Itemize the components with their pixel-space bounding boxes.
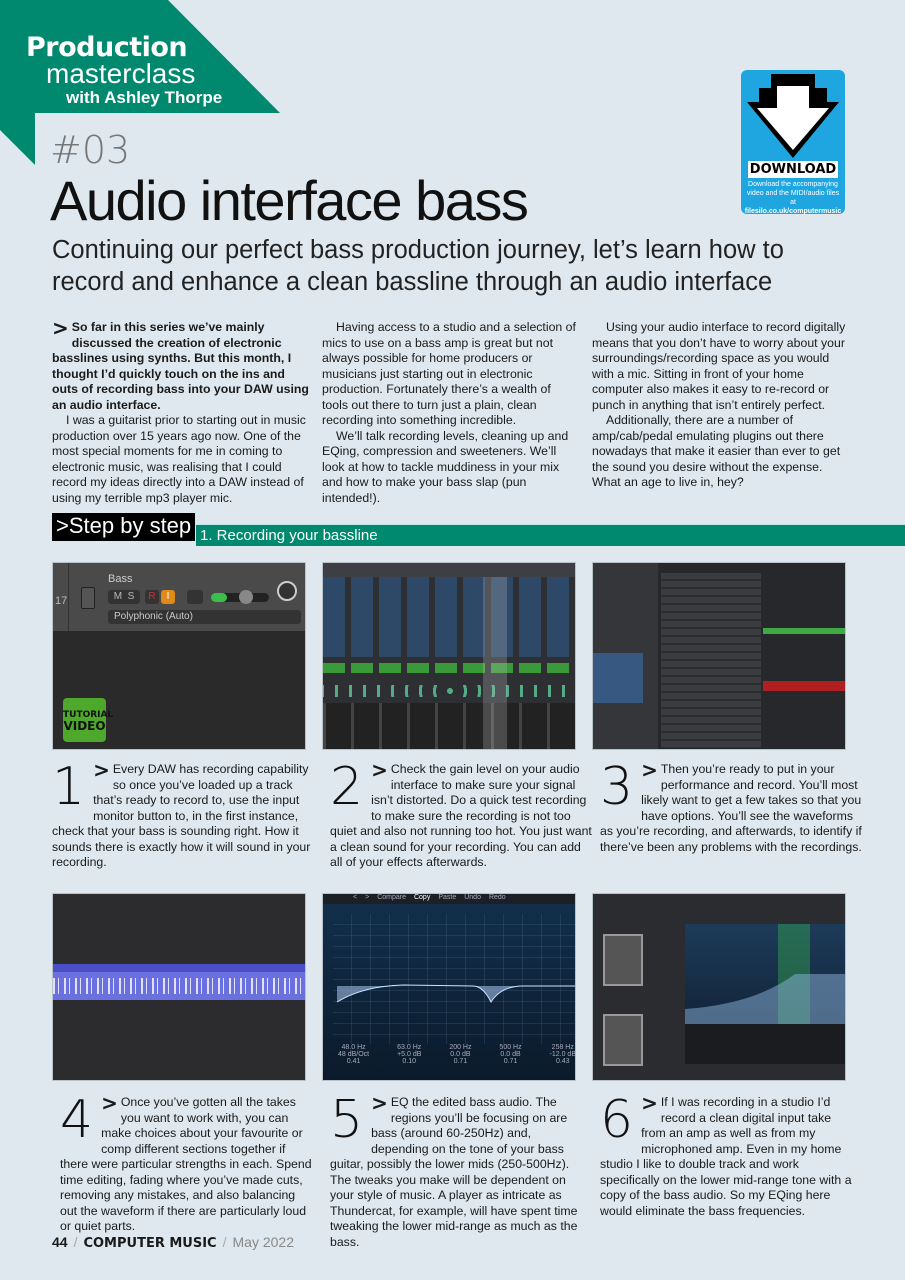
step-5: 5 >EQ the edited bass audio. The regions … — [330, 1090, 585, 1250]
screenshot-amp-eq — [592, 893, 846, 1081]
author-byline: with Ashley Thorpe — [66, 88, 223, 107]
intro-paragraph: I was a guitarist prior to starting out … — [52, 413, 306, 505]
step-number: 6 — [600, 1090, 634, 1150]
screenshot-track-list — [592, 562, 846, 750]
bowtie-icon[interactable] — [187, 590, 203, 604]
step-3: 3 >Then you’re ready to put in your perfo… — [600, 757, 862, 855]
input-monitor-button[interactable]: I — [161, 590, 175, 604]
screenshot-mixer — [322, 562, 576, 750]
step-6: 6 >If I was recording in a studio I’d rec… — [600, 1090, 855, 1219]
intro-paragraph: We’ll talk recording levels, cleaning up… — [322, 428, 569, 505]
record-button[interactable]: R — [145, 590, 159, 604]
amp-icon — [603, 1014, 643, 1066]
step-number: 5 — [330, 1090, 364, 1150]
chevron-right-icon: > — [371, 758, 388, 782]
issue-date: May 2022 — [232, 1234, 294, 1250]
page-footer: 44 / COMPUTER MUSIC / May 2022 — [52, 1234, 294, 1251]
step-text: Every DAW has recording capability so on… — [52, 762, 311, 869]
eq-redo-button[interactable]: Redo — [488, 894, 506, 901]
amp-icon — [603, 934, 643, 986]
step-by-step-label: >Step by step — [52, 513, 196, 541]
separator: / — [222, 1234, 227, 1250]
pan-knob[interactable] — [277, 581, 297, 601]
download-url[interactable]: filesilo.co.uk/computermusic — [744, 208, 842, 215]
chevron-right-icon: > — [641, 1091, 658, 1115]
intro-column-2: Having access to a studio and a selectio… — [322, 320, 580, 506]
mute-button[interactable]: M — [113, 591, 123, 602]
input-select[interactable]: Polyphonic (Auto) — [108, 610, 301, 624]
download-arrow-icon — [747, 74, 839, 158]
volume-slider[interactable] — [211, 590, 269, 604]
eq-copy-button[interactable]: Copy — [413, 894, 431, 901]
eq-next-button[interactable]: > — [365, 894, 370, 901]
screenshot-waveform-comp — [52, 893, 306, 1081]
chevron-right-icon: > — [52, 316, 69, 340]
chevron-right-icon: > — [101, 1091, 118, 1115]
step-number: 2 — [330, 757, 364, 817]
download-label: DOWNLOAD — [748, 161, 838, 178]
screenshot-eq: < > Compare Copy Paste Undo Redo 48.0 Hz… — [322, 893, 576, 1081]
page-number: 44 — [52, 1234, 68, 1250]
track-name: Bass — [108, 573, 133, 585]
article-subtitle: Continuing our perfect bass production j… — [52, 236, 784, 296]
step-number: 3 — [600, 757, 634, 817]
screenshot-track-header: 17 Bass M S R I Polyphonic (Auto) TUTORI… — [52, 562, 306, 750]
badge-line: TUTORIAL — [63, 710, 114, 720]
chevron-right-icon: > — [641, 758, 658, 782]
chevron-right-icon: > — [93, 758, 110, 782]
solo-button[interactable]: S — [127, 591, 135, 602]
download-text: Download the accompanying video and the … — [744, 180, 842, 216]
eq-toolbar: < > Compare Copy Paste Undo Redo — [323, 894, 575, 904]
step-4: 4 >Once you’ve gotten all the takes you w… — [60, 1090, 315, 1235]
series-subtitle: masterclass — [46, 58, 196, 89]
intro-paragraph: Additionally, there are a number of amp/… — [592, 413, 841, 489]
magazine-name: COMPUTER MUSIC — [83, 1236, 217, 1251]
intro-lead-text: So far in this series we’ve mainly discu… — [52, 320, 309, 412]
series-title: Production — [26, 32, 188, 63]
intro-column-3: Using your audio interface to record dig… — [592, 320, 850, 491]
step-text: Once you’ve gotten all the takes you wan… — [60, 1095, 312, 1233]
download-description: Download the accompanying video and the … — [746, 181, 840, 206]
issue-number: #03 — [50, 128, 131, 172]
article-title: Audio interface bass — [50, 169, 529, 232]
step-1: 1 >Every DAW has recording capability so … — [52, 757, 314, 871]
eq-curve — [336, 984, 575, 1004]
intro-paragraph: Having access to a studio and a selectio… — [322, 320, 576, 427]
intro-column-1: >So far in this series we’ve mainly disc… — [52, 316, 310, 506]
download-box[interactable]: DOWNLOAD Download the accompanying video… — [741, 70, 845, 216]
intro-lead: >So far in this series we’ve mainly disc… — [52, 316, 310, 413]
separator: / — [73, 1234, 78, 1250]
section-heading-bar: 1. Recording your bassline — [196, 524, 905, 546]
amp-icon — [81, 587, 95, 609]
chevron-right-icon: > — [371, 1091, 388, 1115]
eq-compare-button[interactable]: Compare — [377, 894, 406, 901]
step-text: If I was recording in a studio I’d recor… — [600, 1095, 852, 1218]
badge-line: VIDEO — [63, 719, 106, 733]
step-text: Then you’re ready to put in your perform… — [600, 762, 862, 854]
step-2: 2 >Check the gain level on your audio int… — [330, 757, 592, 871]
step-text: Check the gain level on your audio inter… — [330, 762, 592, 869]
intro-paragraph: Using your audio interface to record dig… — [592, 320, 846, 412]
step-number: 1 — [52, 757, 86, 817]
step-number: 4 — [60, 1090, 94, 1150]
eq-prev-button[interactable]: < — [353, 894, 358, 901]
eq-paste-button[interactable]: Paste — [438, 894, 457, 901]
step-text: EQ the edited bass audio. The regions yo… — [330, 1095, 578, 1249]
eq-undo-button[interactable]: Undo — [464, 894, 481, 901]
track-number: 17 — [55, 595, 68, 607]
header-banner-shape — [0, 0, 280, 165]
